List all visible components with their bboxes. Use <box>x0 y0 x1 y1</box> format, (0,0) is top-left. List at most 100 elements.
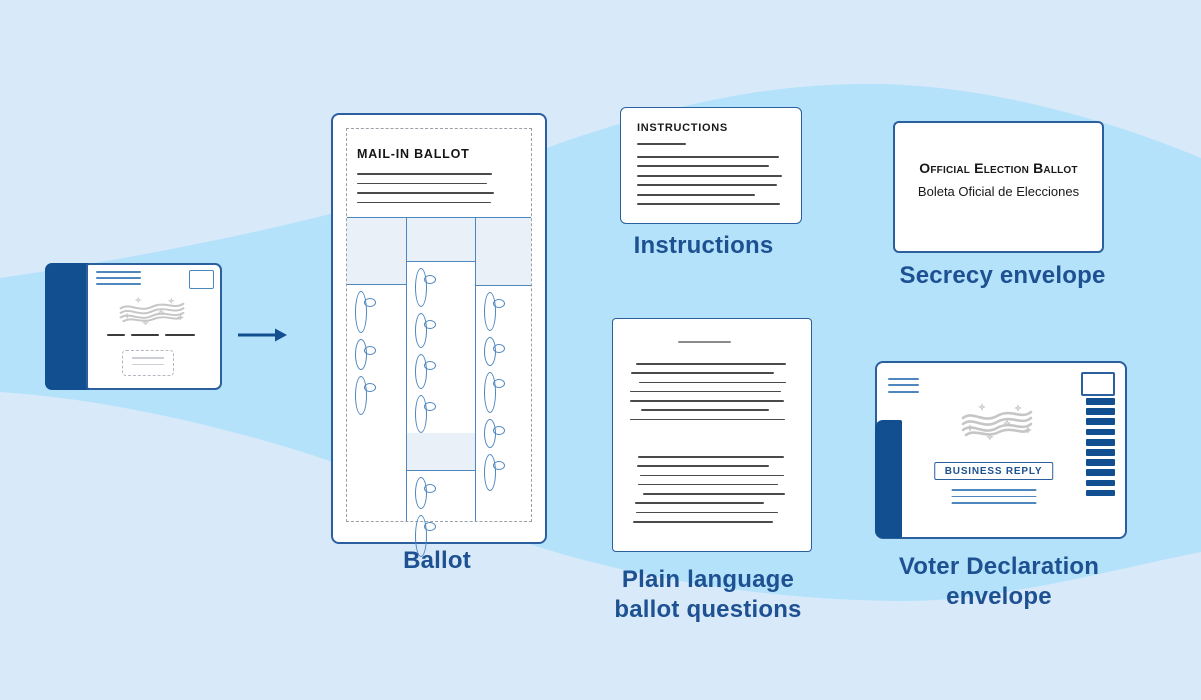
postal-bar <box>1086 398 1115 405</box>
voter-declaration-envelope: BUSINESS REPLY <box>874 361 1127 539</box>
instructions-card: INSTRUCTIONS <box>620 107 802 224</box>
fill-in-oval <box>364 383 376 392</box>
scribble-line <box>357 201 491 204</box>
postal-bar <box>1086 459 1115 466</box>
scribble-line <box>630 418 785 421</box>
ballot-cell-oval <box>484 337 505 366</box>
fill-in-oval <box>364 346 376 355</box>
scribble-line <box>640 474 784 477</box>
ballot-cell-oval <box>355 376 376 415</box>
scribble-line <box>630 390 781 393</box>
postal-bar <box>1086 428 1115 436</box>
fill-in-oval <box>493 299 505 308</box>
ballot-contest-grid <box>347 218 531 557</box>
scribble-line <box>637 156 779 158</box>
fill-in-oval <box>424 320 436 329</box>
fill-in-oval <box>424 275 436 284</box>
instructions-label: Instructions <box>633 232 774 259</box>
right-arrow-icon <box>238 328 287 342</box>
fill-in-oval <box>424 522 436 531</box>
document-paragraph-2 <box>629 456 785 530</box>
fill-in-oval <box>493 344 505 353</box>
return-address-lines <box>888 378 919 397</box>
ballot-cell-oval <box>415 268 436 307</box>
scribble-line <box>631 372 774 374</box>
fill-in-oval <box>424 402 436 411</box>
postal-bar <box>1086 479 1115 487</box>
ballot-cell-oval <box>415 515 436 557</box>
plain-language-label: Plain language ballot questions <box>614 566 802 623</box>
scribble-line <box>637 193 755 196</box>
scribble-line <box>637 165 769 168</box>
ballot-label: Ballot <box>403 547 471 574</box>
ballot-cell-oval <box>415 313 436 348</box>
scribble-line <box>643 493 785 495</box>
voter-declaration-label: Voter Declaration envelope <box>898 553 1100 610</box>
fill-in-oval <box>364 298 376 307</box>
scribble-line <box>633 520 773 523</box>
scribble-line <box>357 173 492 175</box>
ballot-cell-shaded <box>407 433 475 471</box>
ballot-cell-oval <box>484 454 505 491</box>
ballot-cell-oval <box>355 339 376 370</box>
instructions-scribbles <box>637 156 782 213</box>
ballot-cell-oval <box>484 419 505 448</box>
scribble-line <box>357 182 487 185</box>
scribble-line <box>637 174 782 177</box>
scribble-line <box>641 409 769 411</box>
sealed-mail-envelope <box>45 263 222 390</box>
scribble-line <box>636 363 786 365</box>
ballot-cell-shaded <box>407 218 475 262</box>
stamp-icon <box>189 270 214 289</box>
plain-language-document <box>612 318 812 552</box>
ballot-cell-shaded <box>476 218 531 286</box>
postal-bar <box>1086 418 1115 426</box>
scribble-line <box>637 184 777 187</box>
fill-in-oval <box>493 379 505 388</box>
postal-bar <box>1086 489 1115 497</box>
ballot-column-right <box>476 218 531 521</box>
scribble-line <box>636 511 778 514</box>
scribble-line <box>357 192 494 194</box>
envelope-body <box>86 263 222 390</box>
document-paragraph-1 <box>629 363 786 428</box>
postmark-icon <box>119 297 185 325</box>
fill-in-oval <box>424 484 436 493</box>
ballot-cell-shaded <box>347 218 406 285</box>
document-title-line <box>678 341 731 343</box>
ballot-cell-oval <box>484 372 505 413</box>
scribble-line <box>638 483 778 486</box>
scribble-line <box>638 456 784 458</box>
address-dashed-box <box>122 350 174 376</box>
postmark-icon <box>961 403 1033 440</box>
ballot-cell-empty <box>476 491 531 551</box>
postal-bar <box>1086 448 1115 456</box>
ballot-column-left <box>347 218 406 521</box>
scribble-line <box>635 502 764 504</box>
ballot-header: MAIL-IN BALLOT <box>347 129 531 218</box>
ballot-title: MAIL-IN BALLOT <box>357 147 470 161</box>
scribble-line <box>639 381 786 384</box>
ballot-cell-oval <box>415 395 436 433</box>
fill-in-oval <box>493 426 505 435</box>
address-scribble <box>107 334 195 337</box>
scribble-line <box>637 203 780 206</box>
instructions-underline <box>637 143 686 145</box>
ballot-cell-oval <box>415 477 436 509</box>
instructions-title: INSTRUCTIONS <box>637 122 728 134</box>
envelope-flap <box>45 263 90 390</box>
secrecy-envelope-title-en: Official Election Ballot <box>919 159 1078 176</box>
secrecy-envelope-card: Official Election Ballot Boleta Oficial … <box>893 121 1104 253</box>
fill-in-oval <box>424 361 436 370</box>
ballot-perforation-border: MAIL-IN BALLOT <box>346 128 532 557</box>
postal-barcode-bars <box>1086 398 1115 497</box>
reply-address-lines <box>951 489 1037 509</box>
fill-in-oval <box>493 461 505 470</box>
ballot-card: MAIL-IN BALLOT <box>331 113 547 557</box>
ballot-header-scribbles <box>357 173 494 211</box>
scribble-line <box>630 400 784 402</box>
secrecy-envelope-title-es: Boleta Oficial de Elecciones <box>917 183 1080 199</box>
business-reply-box: BUSINESS REPLY <box>933 462 1054 480</box>
ballot-cell-oval <box>355 291 376 333</box>
